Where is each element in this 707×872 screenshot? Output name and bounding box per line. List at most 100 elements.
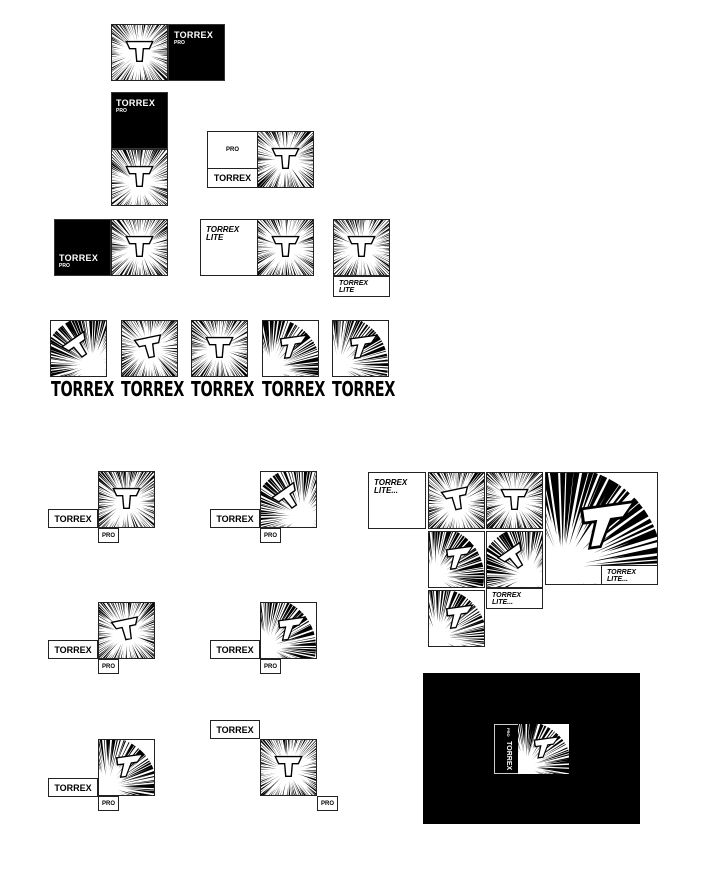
speed-lines-icon xyxy=(546,473,657,584)
logo-burst xyxy=(121,320,178,377)
brand-tier: LITE... xyxy=(374,486,398,495)
brand-name: TORREX xyxy=(206,225,240,234)
logo-burst xyxy=(518,724,569,774)
t-logo-icon xyxy=(496,541,524,570)
speed-line xyxy=(261,472,316,527)
tier-badge: PRO xyxy=(98,528,119,543)
brand-tier: LITE xyxy=(206,233,224,242)
logo-burst xyxy=(257,131,314,188)
t-logo-icon xyxy=(279,334,309,360)
t-logo-icon xyxy=(500,488,529,510)
logo-burst xyxy=(191,320,248,377)
speed-lines-icon xyxy=(258,220,313,275)
logo-burst xyxy=(260,739,317,796)
speed-line xyxy=(192,321,247,376)
logo-burst xyxy=(111,149,168,206)
speed-lines-icon xyxy=(261,603,316,658)
brand-panel-black: TORREX PRO xyxy=(168,24,225,81)
speed-lines-icon xyxy=(99,603,154,658)
speed-lines-icon xyxy=(112,25,167,80)
speed-lines-icon xyxy=(518,724,569,774)
speed-line xyxy=(99,603,154,658)
speed-line xyxy=(261,740,316,795)
brand-panel-black: TORREX PRO xyxy=(54,219,111,276)
speed-lines-icon xyxy=(258,132,313,187)
logo-burst xyxy=(486,531,543,588)
speed-line xyxy=(263,321,318,376)
tier-badge: PRO xyxy=(98,659,119,674)
logo-burst xyxy=(111,219,168,276)
speed-lines-icon xyxy=(51,321,106,376)
t-logo-icon xyxy=(270,481,298,510)
speed-line xyxy=(429,473,484,528)
speed-line xyxy=(51,321,106,376)
speed-line xyxy=(546,473,657,584)
speed-line xyxy=(258,132,313,187)
brand-label: TORREX xyxy=(207,168,258,188)
t-logo-icon xyxy=(533,736,560,759)
brand-label: TORREX xyxy=(210,509,260,528)
brand-tier: PRO xyxy=(116,108,127,114)
speed-line xyxy=(112,25,167,80)
brand-name: TORREX xyxy=(339,280,369,287)
t-logo-icon xyxy=(133,334,162,359)
t-logo-icon xyxy=(115,753,145,779)
logo-burst xyxy=(260,602,317,659)
logo-burst xyxy=(260,471,317,528)
brand-name: TORREX xyxy=(374,478,408,487)
brand-tier: PRO xyxy=(506,728,511,737)
t-logo-icon xyxy=(125,40,154,62)
t-logo-icon xyxy=(274,755,303,777)
speed-line xyxy=(429,532,484,587)
logo-burst xyxy=(50,320,107,377)
speed-line xyxy=(487,532,542,587)
logo-burst xyxy=(257,219,314,276)
logo-burst xyxy=(428,590,485,647)
brand-name: TORREX xyxy=(607,569,637,576)
logo-burst xyxy=(428,531,485,588)
t-logo-icon xyxy=(440,486,469,511)
speed-lines-icon xyxy=(333,321,388,376)
logo-burst xyxy=(262,320,319,377)
speed-lines-icon xyxy=(192,321,247,376)
speed-line xyxy=(112,150,167,205)
brand-label: TORREX xyxy=(48,509,98,528)
t-logo-icon xyxy=(60,330,88,359)
logo-burst xyxy=(428,472,485,529)
t-logo-icon xyxy=(579,499,637,550)
brand-tier: PRO xyxy=(225,146,239,153)
t-logo-icon xyxy=(347,235,376,257)
speed-lines-icon xyxy=(112,220,167,275)
wordmark: TORREX xyxy=(121,377,185,401)
brand-label: TORREX xyxy=(48,640,98,659)
brand-tier: PRO xyxy=(174,40,185,46)
brand-name: TORREX xyxy=(174,30,214,40)
t-logo-icon xyxy=(125,165,154,187)
speed-line xyxy=(261,603,316,658)
speed-line xyxy=(99,472,154,527)
t-logo-icon xyxy=(445,545,475,571)
wordmark: TORREX xyxy=(191,377,255,401)
t-logo-icon xyxy=(205,336,234,358)
t-logo-icon xyxy=(349,334,379,360)
speed-lines-icon xyxy=(263,321,318,376)
t-logo-icon xyxy=(277,616,307,642)
dark-logo-lockup: PRO TORREX xyxy=(494,724,569,774)
brand-tier: LITE... xyxy=(492,599,513,606)
lite-panel: TORREX LITE... xyxy=(601,565,658,585)
logo-burst xyxy=(333,219,390,276)
wordmark: TORREX xyxy=(332,377,396,401)
brand-panel-black: TORREX PRO xyxy=(111,92,168,149)
speed-lines-icon xyxy=(487,532,542,587)
speed-lines-icon xyxy=(122,321,177,376)
t-logo-icon xyxy=(112,487,141,509)
t-logo-icon xyxy=(271,235,300,257)
brand-label: TORREX xyxy=(210,640,260,659)
speed-lines-icon xyxy=(261,472,316,527)
logo-burst xyxy=(98,471,155,528)
speed-lines-icon xyxy=(99,472,154,527)
logo-burst xyxy=(98,602,155,659)
lite-panel: TORREX LITE xyxy=(200,219,258,276)
brand-tier: LITE xyxy=(339,287,355,294)
logo-burst xyxy=(98,739,155,796)
